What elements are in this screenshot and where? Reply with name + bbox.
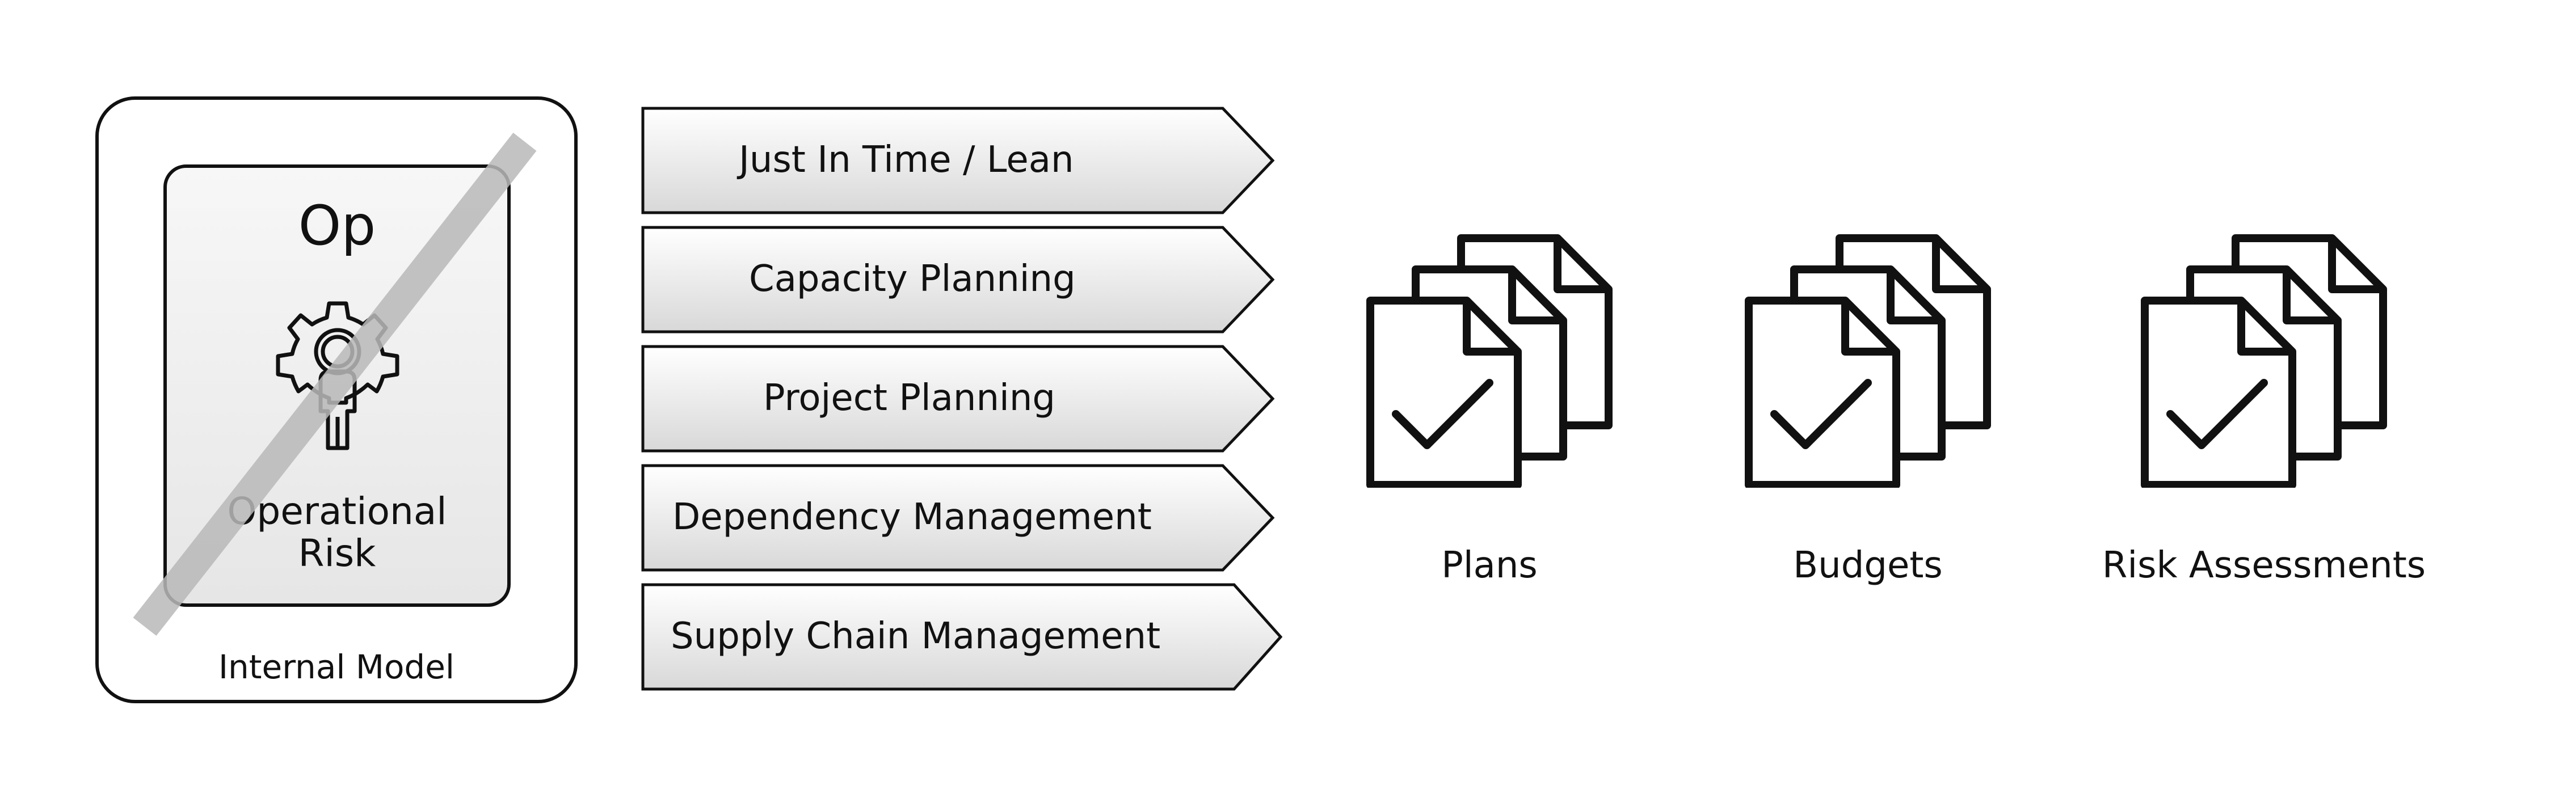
risk-abbreviation: Op xyxy=(298,194,376,257)
practice-arrow-dependency-management: Dependency Management xyxy=(641,464,1282,574)
practice-label: Dependency Management xyxy=(672,496,1152,538)
practice-arrow-supply-chain-management: Supply Chain Management xyxy=(641,583,1283,693)
output-label-plans: Plans xyxy=(1441,544,1538,586)
practice-label: Just In Time / Lean xyxy=(739,139,1074,181)
practice-arrow-capacity-planning: Capacity Planning xyxy=(641,226,1282,336)
gear-person-icon xyxy=(272,295,403,456)
documents-check-icon xyxy=(2139,233,2394,490)
practice-label: Supply Chain Management xyxy=(671,615,1161,657)
practice-label: Capacity Planning xyxy=(749,258,1076,300)
internal-model-label: Internal Model xyxy=(218,648,455,686)
operational-risk-label: Operational Risk xyxy=(227,489,447,575)
documents-check-icon xyxy=(1365,233,1620,490)
documents-check-icon xyxy=(1743,233,1998,490)
output-label-risk-assessments: Risk Assessments xyxy=(2102,544,2426,586)
practice-label: Project Planning xyxy=(763,377,1055,419)
practice-arrow-just-in-time: Just In Time / Lean xyxy=(641,107,1282,217)
practice-arrow-project-planning: Project Planning xyxy=(641,345,1282,455)
output-label-budgets: Budgets xyxy=(1793,544,1943,586)
